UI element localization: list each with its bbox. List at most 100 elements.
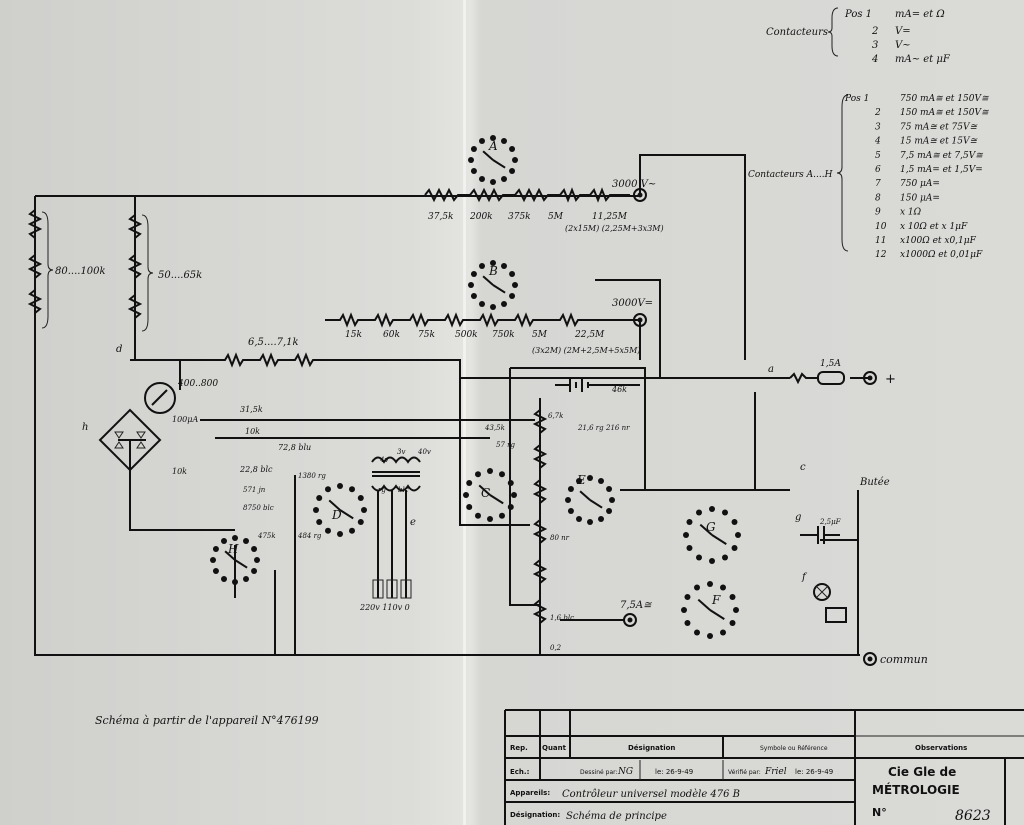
tb-le2: le: 26-9-49 — [795, 768, 833, 776]
tb-number-val: 8623 — [955, 808, 991, 824]
switch-wiper — [478, 484, 491, 496]
switch-contact — [361, 507, 367, 513]
rotary-switch-d[interactable] — [313, 483, 367, 537]
switch-contact — [684, 594, 691, 600]
terminal-3000-dc[interactable] — [633, 313, 647, 327]
rotary-switch-c[interactable] — [463, 468, 517, 522]
r-46k-label: 46k — [611, 385, 627, 394]
transformer-tap: 40v — [417, 448, 431, 456]
switch-contact — [316, 495, 323, 501]
transformer-tap: rg — [378, 486, 386, 494]
switch-contact — [325, 486, 331, 493]
contacteurs-text: V= — [895, 26, 911, 37]
switch-contact — [490, 304, 496, 310]
switch-wiper — [328, 499, 341, 511]
switch-wiper — [492, 284, 506, 294]
tb-symbole: Symbole ou Référence — [760, 745, 828, 752]
switch-letter: H — [227, 542, 239, 556]
r-1380-label: 1380 rg — [298, 472, 326, 480]
contacteurs-ah-pos: 12 — [875, 250, 887, 260]
switch-letter: F — [711, 593, 721, 607]
rotary-switch-a[interactable] — [468, 135, 518, 185]
switch-contact — [609, 497, 615, 503]
switch-wiper — [711, 534, 727, 545]
switch-contact — [251, 568, 258, 574]
contacteurs-ah-text: x100Ω et x0,1μF — [900, 236, 977, 246]
side-letter: f — [801, 572, 808, 583]
switch-contact — [729, 594, 736, 600]
contacteurs-text: mA= et Ω — [895, 9, 945, 20]
switch-contact — [576, 516, 582, 523]
terminal-7-5a[interactable] — [623, 613, 637, 627]
rotary-switch-h[interactable] — [210, 535, 260, 585]
switch-contact — [243, 537, 249, 544]
chain-a-value: 11,25M — [592, 212, 628, 222]
chain-b-value: 75k — [418, 330, 435, 340]
r-475k-label: 475k — [257, 532, 276, 540]
tb-appareils-val: Contrôleur universel modèle 476 B — [562, 789, 740, 800]
switch-contact — [337, 531, 343, 537]
tb-observations: Observations — [915, 744, 967, 752]
battery — [555, 378, 640, 392]
switch-contact — [587, 475, 593, 481]
rotary-switch-e[interactable] — [565, 475, 615, 525]
terminal-labels: 3000 V~ 3000V= + 7,5A≅ commun Butée — [612, 179, 928, 666]
side-letter: d — [116, 344, 122, 355]
switch-contact — [490, 135, 496, 141]
switch-contact — [720, 629, 726, 636]
fuse-label: 1,5A — [820, 359, 841, 369]
switch-contact — [468, 282, 474, 288]
terminal-3000-ac[interactable] — [633, 188, 647, 202]
contacteurs-pos: 2 — [871, 26, 878, 37]
rotary-switch-b[interactable] — [468, 260, 518, 310]
switch-contact — [490, 179, 496, 185]
tb-company-1: Cie Gle de — [888, 765, 956, 779]
contacteurs-ah-text: 750 mA≅ et 150V≅ — [900, 94, 989, 104]
transformer-tap: 3v — [397, 448, 405, 456]
switch-wiper — [579, 490, 591, 501]
contacteurs-ah-text: x1000Ω et 0,01μF — [900, 250, 983, 260]
contacteurs-ah-pos: 10 — [875, 222, 887, 232]
tb-designation-val: Schéma de principe — [566, 811, 667, 822]
switch-contact — [463, 492, 469, 498]
side-letter: e — [410, 517, 416, 528]
r-10k-b-label: 10k — [245, 427, 260, 436]
contacteurs-ah-pos: 5 — [875, 151, 881, 161]
contacteurs-ah-pos: 8 — [875, 193, 881, 203]
switch-contact — [509, 168, 516, 174]
contacteurs-ah-pos: 9 — [875, 208, 881, 218]
switch-contact — [606, 508, 613, 514]
switch-contact — [512, 157, 518, 163]
terminal-plus[interactable] — [863, 371, 877, 385]
contacteurs-pos: 4 — [871, 54, 878, 65]
switch-contact — [210, 557, 216, 563]
chain-b-note: (3x2M) (2M+2,5M+5x5M) — [532, 346, 640, 355]
switch-contact — [709, 558, 715, 564]
switch-wiper — [339, 509, 354, 520]
switch-contact — [232, 535, 238, 541]
switch-letter: D — [331, 508, 342, 522]
switch-letter: A — [488, 139, 498, 153]
rotary-switch-f[interactable] — [681, 581, 739, 639]
switch-letter: B — [488, 264, 498, 278]
title-block-frame — [504, 709, 1024, 825]
contacteurs-ah-text: x 1Ω — [900, 208, 922, 218]
switch-contact — [694, 584, 700, 591]
switch-contact — [567, 486, 574, 492]
switch-contact — [501, 301, 507, 308]
contacteurs-ah-pos: 2 — [874, 108, 881, 118]
tb-verifie-sig: Friel — [764, 767, 787, 777]
rotary-switch-g[interactable] — [683, 506, 741, 564]
chain-a-note: (2x15M) (2,25M+3x3M) — [565, 224, 664, 233]
contacteurs-text: mA~ et μF — [895, 54, 951, 65]
switch-contact — [501, 137, 507, 144]
terminal-commun[interactable] — [863, 652, 877, 666]
switch-contact — [221, 537, 227, 544]
contacteurs-header: Contacteurs Pos 1 mA= et Ω 2 V= 3 V~ 4 m… — [766, 9, 951, 65]
switch-contact — [313, 507, 319, 513]
chain-b-value: 60k — [383, 330, 400, 340]
chain-b-value: 5M — [532, 330, 548, 340]
switch-contact — [466, 504, 473, 510]
tb-dessine: Dessiné par: — [580, 769, 618, 776]
